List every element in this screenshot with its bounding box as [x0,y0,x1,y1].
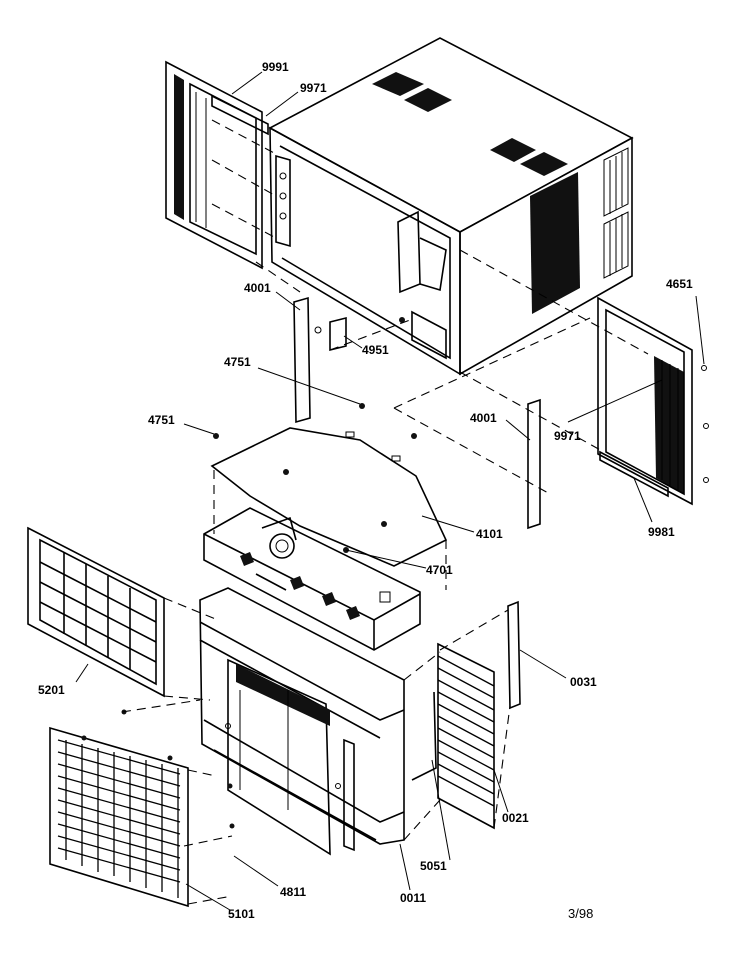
label-4751-lower: 4751 [148,413,175,427]
left-side-curtain [165,60,269,270]
label-9981: 9981 [648,525,675,539]
leader-lines [75,71,705,911]
right-side-curtain [597,296,693,506]
label-4001-right: 4001 [470,411,497,425]
bracket-4951 [329,316,347,352]
grille [49,726,189,908]
label-4951: 4951 [362,343,389,357]
label-4101: 4101 [476,527,503,541]
louver-assembly [437,642,495,830]
label-0031: 0031 [570,675,597,689]
cabinet [268,37,634,376]
label-4751-upper: 4751 [224,355,251,369]
label-5101: 5101 [228,907,255,921]
label-0021: 0021 [502,811,529,825]
assembly-lines [121,119,649,905]
label-4811: 4811 [280,885,306,899]
louver-rod [411,691,437,781]
label-9971-top: 9971 [300,81,327,95]
date-code: 3/98 [568,906,593,921]
rails [293,296,541,530]
filter [27,526,165,698]
label-9971-right: 9971 [554,429,581,443]
label-4701: 4701 [426,563,453,577]
label-0011: 0011 [400,891,426,905]
label-5201: 5201 [38,683,65,697]
blower-housing [203,507,421,651]
label-4651: 4651 [666,277,693,291]
label-9991: 9991 [262,60,289,74]
side-louvers [530,147,629,314]
label-5051: 5051 [420,859,447,873]
part-labels: 9991 9971 4001 4951 4651 4751 4751 4001 … [38,60,693,921]
label-4001-left: 4001 [244,281,271,295]
top-vent-grills [372,72,568,176]
side-strip [507,600,521,710]
front-panel [199,587,405,856]
